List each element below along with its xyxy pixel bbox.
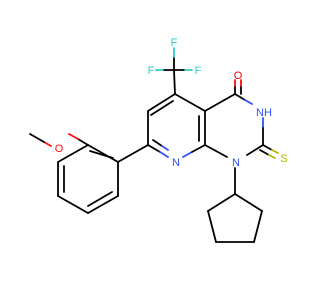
bond-o-ch3-o	[43, 141, 52, 147]
bond-c5-c6-inner	[150, 100, 174, 116]
bond-c2-s2-s	[268, 154, 276, 159]
bond-o-ch3-c	[29, 133, 45, 143]
bond-ar2-ar3	[57, 144, 89, 163]
bond-c4-n3-c	[234, 93, 246, 101]
bond-ar2-o-c	[77, 138, 89, 146]
bond-c7-n8-inner-c	[152, 139, 163, 147]
bond-c7-n8-inner-n	[161, 145, 169, 151]
bond-c2-s2-c	[259, 149, 270, 156]
bond-cf3-c5	[173, 69, 176, 95]
atom-nh: NH	[256, 107, 272, 119]
atom-s-thione: S	[280, 153, 287, 165]
bond-ar2-o-o	[68, 133, 79, 140]
bond-ar5-ar6-inner	[87, 191, 113, 207]
carbon-bonds	[57, 69, 264, 243]
molecule-structure: F F F O NH S N N O	[29, 37, 288, 243]
atom-o-carbonyl: O	[234, 70, 243, 82]
atom-n-pyridine: N	[172, 157, 180, 169]
bond-c2-n1	[246, 144, 264, 156]
bond-c4-n3-n	[244, 99, 253, 105]
bond-c2-s-s	[271, 149, 279, 154]
bond-cp4-cp5	[207, 210, 217, 243]
bond-c5-c6	[147, 93, 176, 112]
atom-f-right: F	[195, 65, 202, 77]
hetero-bonds	[29, 47, 279, 159]
bond-c8a-n1	[204, 144, 228, 158]
bond-c4a-c4	[204, 93, 236, 112]
bond-c5-c4a	[174, 93, 206, 112]
bond-c2-s-c	[262, 144, 273, 151]
bond-cp2-cp3	[253, 210, 263, 243]
bond-c7-n8-n	[159, 151, 169, 158]
bond-n8-c8a-c	[191, 144, 206, 153]
atom-o-methoxy: O	[55, 143, 64, 155]
bond-ar1-ar2-inner	[89, 150, 114, 159]
bond-ar4-ar5	[57, 195, 89, 214]
atom-f-top: F	[171, 37, 178, 49]
bond-cp1-cp2	[234, 193, 263, 212]
structure-canvas: F F F O NH S N N O	[29, 37, 288, 243]
bond-c7-aryl	[117, 144, 149, 163]
atom-n1: N	[232, 157, 240, 169]
bond-c7-n8-c	[147, 144, 161, 153]
bond-ar1-ar2	[87, 144, 119, 163]
bond-cp5-cp1	[207, 193, 236, 212]
atom-labels: F F F O NH S N N O	[55, 37, 288, 169]
bond-ar5-ar6	[87, 195, 119, 214]
atom-f-left: F	[148, 65, 155, 77]
bond-n8-c8a-n	[182, 151, 193, 158]
